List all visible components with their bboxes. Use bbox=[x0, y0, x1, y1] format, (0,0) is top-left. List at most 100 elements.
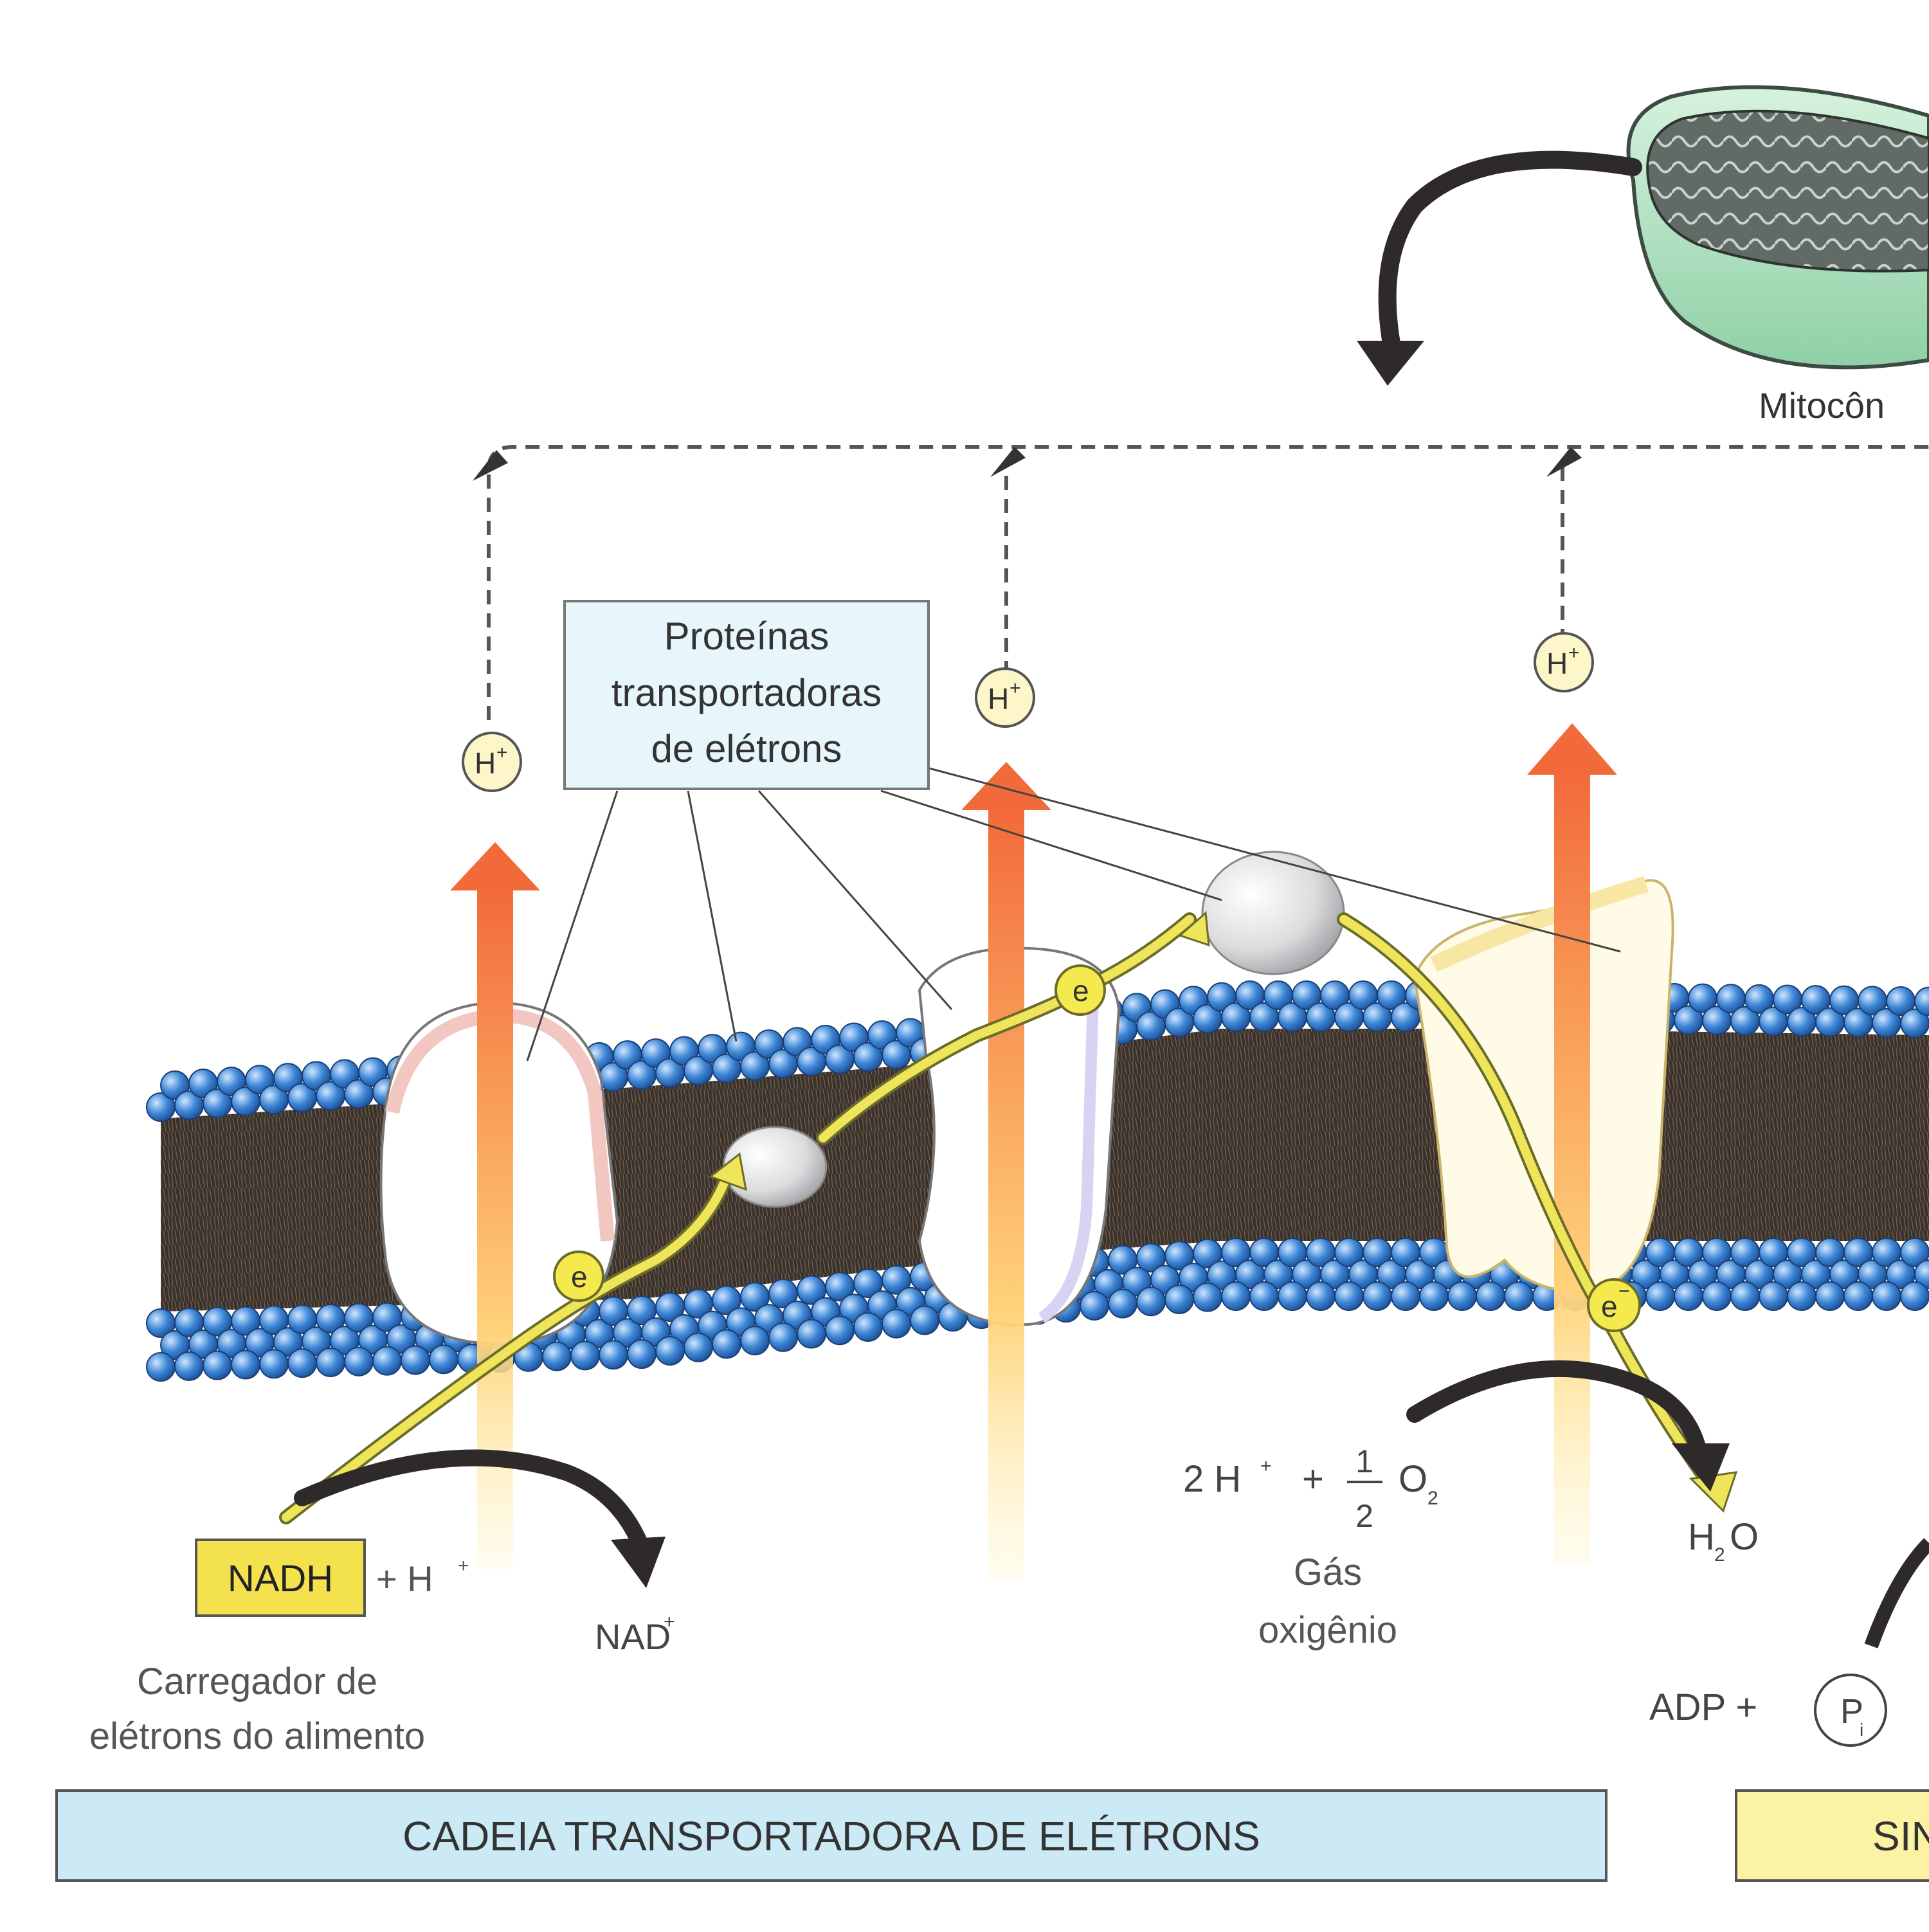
svg-text:H: H bbox=[1688, 1516, 1715, 1558]
phospholipid-head bbox=[826, 1316, 854, 1344]
phospholipid-head bbox=[1307, 1282, 1335, 1310]
svg-text:2: 2 bbox=[1355, 1498, 1373, 1534]
svg-text:2: 2 bbox=[1714, 1544, 1725, 1566]
svg-text:+: + bbox=[664, 1611, 675, 1632]
proton-marker-2: H + bbox=[976, 669, 1034, 727]
electron-marker-1: e bbox=[554, 1252, 603, 1301]
phospholipid-head bbox=[1844, 1282, 1872, 1310]
phospholipid-head bbox=[260, 1350, 288, 1378]
phospholipid-head bbox=[656, 1337, 684, 1365]
phospholipid-head bbox=[1476, 1282, 1505, 1310]
phospholipid-head bbox=[1448, 1282, 1476, 1310]
phospholipid-head bbox=[741, 1326, 769, 1355]
phospholipid-head bbox=[1193, 1283, 1222, 1312]
proteins-label-line-3: de elétrons bbox=[651, 727, 842, 770]
svg-text:NADH: NADH bbox=[228, 1558, 333, 1600]
proteins-label-box: Proteínas transportadoras de elétrons bbox=[565, 601, 928, 789]
svg-text:e: e bbox=[571, 1260, 588, 1294]
svg-text:O: O bbox=[1399, 1458, 1427, 1500]
oxygen-caption-line-1: Gás bbox=[1294, 1551, 1362, 1593]
nadh-caption-line-1: Carregador de bbox=[137, 1661, 377, 1702]
phospholipid-head bbox=[543, 1342, 571, 1371]
proteins-label-line-2: transportadoras bbox=[611, 671, 882, 714]
phospholipid-head bbox=[1703, 1282, 1731, 1310]
phospholipid-head bbox=[1080, 1292, 1109, 1320]
svg-text:2 H: 2 H bbox=[1183, 1458, 1241, 1500]
phospholipid-head bbox=[1250, 1282, 1278, 1310]
proteins-label-line-1: Proteínas bbox=[664, 615, 829, 658]
phospholipid-head bbox=[769, 1323, 797, 1351]
adp-label: ADP + bbox=[1649, 1686, 1757, 1728]
phospholipid-head bbox=[1137, 1287, 1165, 1315]
electron-marker-3: e − bbox=[1588, 1279, 1640, 1331]
protein-complex-4 bbox=[1415, 880, 1673, 1292]
phospholipid-head bbox=[571, 1341, 599, 1369]
phospholipid-head bbox=[1759, 1282, 1788, 1310]
phospholipid-head bbox=[345, 1348, 373, 1376]
phospholipid-head bbox=[175, 1352, 203, 1380]
phospholipid-head bbox=[1674, 1282, 1703, 1310]
mitochondrion-illustration bbox=[1629, 87, 1929, 367]
phospholipid-head bbox=[1901, 1282, 1929, 1310]
nad-plus-label: NAD bbox=[595, 1616, 671, 1657]
svg-text:CADEIA TRANSPORTADORA DE ELÉTR: CADEIA TRANSPORTADORA DE ELÉTRONS bbox=[403, 1813, 1260, 1859]
svg-text:O: O bbox=[1730, 1516, 1759, 1558]
atp-synthesis-arrow bbox=[1871, 1543, 1929, 1646]
banner-electron-transport-chain: CADEIA TRANSPORTADORA DE ELÉTRONS bbox=[57, 1791, 1606, 1881]
phospholipid-head bbox=[1420, 1282, 1448, 1310]
phospholipid-head bbox=[1391, 1282, 1420, 1310]
phospholipid-head bbox=[1731, 1282, 1759, 1310]
svg-text:+: + bbox=[1568, 642, 1580, 664]
phospholipid-head bbox=[1646, 1282, 1674, 1310]
svg-text:H: H bbox=[475, 746, 496, 780]
oxygen-reaction: 2 H + + 1 2 O 2 bbox=[1183, 1443, 1438, 1534]
svg-text:e: e bbox=[1601, 1290, 1618, 1323]
phospholipid-head bbox=[147, 1353, 175, 1381]
svg-text:H: H bbox=[988, 682, 1009, 716]
phospholipid-head bbox=[203, 1351, 231, 1380]
svg-text:i: i bbox=[1860, 1720, 1863, 1740]
phosphate-label: P i bbox=[1815, 1675, 1886, 1746]
svg-text:+: + bbox=[458, 1555, 469, 1576]
electron-marker-2: e bbox=[1056, 966, 1105, 1015]
phospholipid-head bbox=[1278, 1282, 1307, 1310]
mitochondria-label: Mitocôn bbox=[1759, 385, 1885, 426]
svg-text:−: − bbox=[1618, 1281, 1630, 1302]
proton-marker-3: H + bbox=[1535, 633, 1593, 691]
phospholipid-head bbox=[1788, 1282, 1816, 1310]
phospholipid-head bbox=[316, 1348, 345, 1377]
phospholipid-head bbox=[231, 1350, 260, 1378]
plus-h-plus: + H bbox=[376, 1558, 433, 1599]
svg-text:e: e bbox=[1073, 974, 1089, 1007]
phospholipid-head bbox=[373, 1347, 401, 1375]
phospholipid-head bbox=[684, 1333, 712, 1362]
oxygen-caption-line-2: oxigênio bbox=[1258, 1609, 1397, 1651]
svg-text:+: + bbox=[496, 742, 508, 763]
phospholipid-head bbox=[599, 1341, 628, 1369]
banner-synthesis: SIN bbox=[1736, 1791, 1929, 1881]
cytochrome-c-carrier bbox=[1202, 852, 1344, 974]
phospholipid-head bbox=[401, 1346, 430, 1374]
dashed-arrowheads bbox=[473, 447, 1582, 481]
phospholipid-head bbox=[1363, 1282, 1391, 1310]
phospholipid-head bbox=[854, 1313, 882, 1341]
phospholipid-head bbox=[1335, 1282, 1363, 1310]
zoom-arrow bbox=[1357, 160, 1633, 386]
phospholipid-head bbox=[1222, 1282, 1250, 1310]
nadh-caption-line-2: elétrons do alimento bbox=[89, 1715, 425, 1757]
svg-text:2: 2 bbox=[1427, 1488, 1438, 1509]
svg-text:+: + bbox=[1302, 1458, 1324, 1500]
water-label: H 2 O bbox=[1688, 1516, 1759, 1566]
svg-text:+: + bbox=[1260, 1456, 1272, 1477]
phospholipid-head bbox=[288, 1349, 316, 1377]
phospholipid-head bbox=[1872, 1282, 1901, 1310]
phospholipid-head bbox=[882, 1310, 910, 1338]
proton-marker-1: H + bbox=[463, 733, 521, 791]
phospholipid-head bbox=[430, 1345, 458, 1373]
phospholipid-head bbox=[797, 1320, 826, 1348]
phospholipid-head bbox=[628, 1340, 656, 1368]
phospholipid-head bbox=[1165, 1285, 1193, 1314]
svg-text:+: + bbox=[1010, 678, 1021, 699]
svg-text:SIN: SIN bbox=[1872, 1813, 1929, 1859]
